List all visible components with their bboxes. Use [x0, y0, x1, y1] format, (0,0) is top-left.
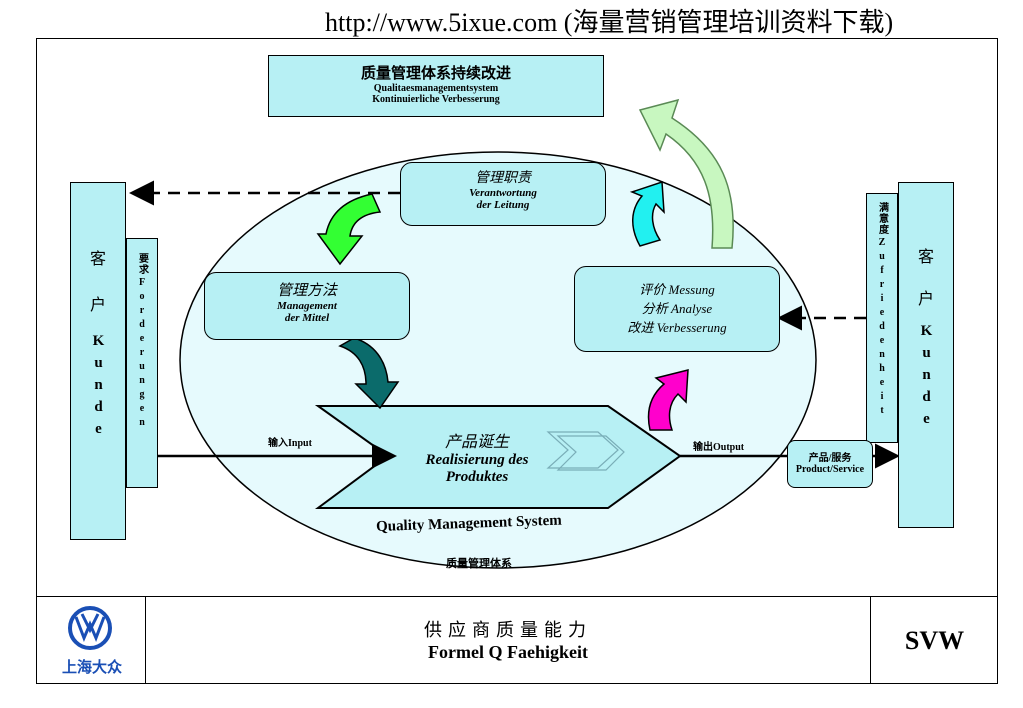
customer-left-cn2: 户 — [89, 297, 106, 314]
product-line1: Realisierung des — [425, 452, 529, 468]
input-label: 输入Input — [268, 438, 312, 449]
method-line1: Management — [277, 300, 337, 312]
product-cn: 产品诞生 — [444, 434, 509, 451]
vw-logo-icon — [68, 606, 112, 650]
footer-title: 供应商质量能力 Formel Q Faehigkeit — [146, 616, 870, 663]
logo-text: 上海大众 — [62, 659, 123, 676]
eval-line3: 改进 Verbesserung — [627, 320, 727, 335]
satisfaction-cn: 满意度 — [876, 202, 888, 235]
management-method-box: 管理方法 Management der Mittel — [204, 272, 410, 340]
outer-frame — [36, 38, 998, 684]
footer-divider — [36, 596, 998, 597]
method-line2: der Mittel — [284, 312, 330, 324]
magenta-arrow-icon — [647, 369, 689, 431]
management-responsibility-box: 管理职责 Verantwortung der Leitung — [400, 162, 606, 226]
resp-line1: Verantwortung — [469, 187, 537, 199]
requirements-de: Forderungen — [136, 277, 148, 431]
product-service-de: Product/Service — [795, 464, 865, 475]
requirements-cn: 要求 — [136, 253, 148, 275]
top-box-title: 质量管理体系持续改进 — [360, 66, 511, 82]
eval-line1: 评价 Messung — [639, 282, 715, 297]
method-cn: 管理方法 — [276, 283, 337, 299]
product-line2: Produktes — [445, 469, 509, 485]
customer-left-box: 客 户 Kunde — [70, 182, 126, 540]
product-text: 产品诞生 Realisierung des Produktes — [392, 428, 562, 486]
top-box-line2: Kontinuierliche Verbesserung — [372, 94, 500, 105]
top-box-line1: Qualitaesmanagementsystem — [373, 83, 499, 94]
output-label: 输出Output — [693, 442, 745, 453]
chevron-decoration-icon — [546, 431, 625, 471]
customer-right-box: 客 户 Kunde — [898, 182, 954, 528]
customer-left-de: Kunde — [90, 333, 107, 443]
green-arrow-icon — [316, 193, 382, 266]
improvement-arrow-icon — [638, 98, 734, 249]
customer-left-cn1: 客 — [89, 251, 106, 268]
product-service-box: 产品/服务 Product/Service — [787, 440, 873, 488]
cyan-arrow-icon — [629, 180, 665, 247]
product-service-cn: 产品/服务 — [808, 453, 852, 464]
footer-title-de: Formel Q Faehigkeit — [428, 642, 588, 662]
footer-code: SVW — [904, 626, 965, 655]
resp-line2: der Leitung — [476, 199, 530, 211]
satisfaction-box: 满意度 Zufriedenheit — [866, 193, 898, 443]
eval-line2: 分析 Analyse — [641, 301, 713, 316]
footer-title-cn: 供应商质量能力 — [424, 620, 592, 640]
qms-cn-label: 质量管理体系 — [446, 558, 512, 570]
teal-arrow-icon — [338, 337, 400, 410]
resp-cn: 管理职责 — [475, 171, 531, 186]
satisfaction-de: Zufriedenheit — [876, 237, 888, 419]
continuous-improvement-box: 质量管理体系持续改进 Qualitaesmanagementsystem Kon… — [268, 55, 604, 117]
footer-divider-left — [145, 596, 146, 684]
customer-right-de: Kunde — [918, 323, 935, 433]
customer-right-cn1: 客 — [917, 249, 934, 266]
customer-right-cn2: 户 — [917, 291, 934, 308]
evaluation-box: 评价 Messung 分析 Analyse 改进 Verbesserung — [574, 266, 780, 352]
footer-divider-right — [870, 596, 871, 684]
requirements-box: 要求 Forderungen — [126, 238, 158, 488]
header-url[interactable]: http://www.5ixue.com (海量营销管理培训资料下载) — [325, 8, 894, 37]
